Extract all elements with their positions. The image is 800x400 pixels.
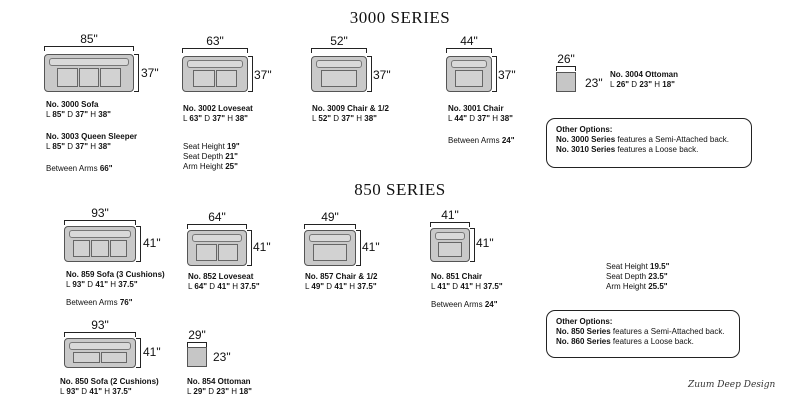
ottoman-854-width-bracket <box>187 342 207 347</box>
chair-3001-width-bracket <box>446 48 492 53</box>
sofa-859-width-bracket <box>64 220 136 225</box>
sofa-859-depth-bracket <box>136 226 141 262</box>
chair-3001-width-label: 44" <box>460 34 478 48</box>
sofa-859-spec: No. 859 Sofa (3 Cushions) L 93" D 41" H … <box>66 270 165 289</box>
series-850-title: 850 SERIES <box>354 180 446 199</box>
chair-half-3009-depth-bracket <box>367 56 372 92</box>
sofa-850-width-label: 93" <box>91 318 109 332</box>
sofa-850-depth-label: 41" <box>143 345 161 359</box>
loveseat-852-depth-bracket <box>247 230 252 266</box>
sofa-850-drawing <box>64 338 136 368</box>
series-850-other-options: Other Options: No. 850 Series features a… <box>546 310 740 358</box>
ottoman-3004-spec: No. 3004 Ottoman L 26" D 23" H 18" <box>610 70 679 89</box>
chair-3001-depth-bracket <box>492 56 497 92</box>
loveseat-852-drawing <box>187 230 247 266</box>
sofa-859-drawing <box>64 226 136 262</box>
chair-851-width-label: 41" <box>441 208 459 222</box>
chair-half-857-width-bracket <box>304 224 356 229</box>
loveseat-3002-depth-bracket <box>248 56 253 92</box>
chair-half-3009-width-label: 52" <box>330 34 348 48</box>
ottoman-3004-width-label: 26" <box>557 52 575 66</box>
ottoman-854-spec: No. 854 Ottoman L 29" D 23" H 18" <box>187 377 252 396</box>
chair-851-depth-label: 41" <box>476 236 494 250</box>
ottoman-3004-depth-label: 23" <box>585 76 603 90</box>
sofa-3000-width-bracket <box>44 46 134 51</box>
loveseat-852-width-bracket <box>187 224 247 229</box>
sofa-859-between-arms: Between Arms 76" <box>66 298 133 307</box>
chair-half-857-drawing <box>304 230 356 266</box>
chair-half-3009-depth-label: 37" <box>373 68 391 82</box>
sofa-3000-spec: No. 3000 Sofa L 85" D 37" H 38" <box>46 100 111 119</box>
sofa-3000-depth-bracket <box>134 54 139 92</box>
ottoman-3004-width-bracket <box>556 66 576 71</box>
loveseat-3002-drawing <box>182 56 248 92</box>
sofa-850-width-bracket <box>64 332 136 337</box>
chair-half-3009-drawing <box>311 56 367 92</box>
chair-half-857-width-label: 49" <box>321 210 339 224</box>
sofa-859-depth-label: 41" <box>143 236 161 250</box>
designer-signature: Zuum Deep Design <box>688 380 776 390</box>
chair-half-3009-spec: No. 3009 Chair & 1/2 L 52" D 37" H 38" <box>312 104 389 123</box>
loveseat-852-spec: No. 852 Loveseat L 64" D 41" H 37.5" <box>188 272 260 291</box>
chair-851-spec: No. 851 Chair L 41" D 41" H 37.5" <box>431 272 503 291</box>
chair-851-width-bracket <box>430 222 470 227</box>
ottoman-854-depth-label: 23" <box>213 350 231 364</box>
sleeper-3003-spec: No. 3003 Queen Sleeper L 85" D 37" H 38" <box>46 132 138 151</box>
chair-3001-between-arms: Between Arms 24" <box>448 136 515 145</box>
loveseat-3002-depth-label: 37" <box>254 68 272 82</box>
sofa-3000-depth-label: 37" <box>141 66 159 80</box>
sofa-859-width-label: 93" <box>91 206 109 220</box>
sofa-3000-drawing <box>44 54 134 92</box>
sofa-3000-width-label: 85" <box>80 32 98 46</box>
series-3000-title: 3000 SERIES <box>349 8 451 27</box>
loveseat-852-width-label: 64" <box>208 210 226 224</box>
sofa-3000-between-arms: Between Arms 66" <box>46 164 113 173</box>
chair-half-857-depth-bracket <box>356 230 361 266</box>
series-3000-other-options: Other Options: No. 3000 Series features … <box>546 118 752 168</box>
loveseat-852-depth-label: 41" <box>253 240 271 254</box>
loveseat-3002-width-bracket <box>182 48 248 53</box>
loveseat-3002-width-label: 63" <box>206 34 224 48</box>
chair-851-drawing <box>430 228 470 262</box>
ottoman-3004-drawing <box>556 72 576 92</box>
chair-half-857-depth-label: 41" <box>362 240 380 254</box>
chair-3001-drawing <box>446 56 492 92</box>
series-850-seat-specs: Seat Height 19.5" Seat Depth 23.5" Arm H… <box>606 262 670 291</box>
sofa-850-depth-bracket <box>136 338 141 368</box>
series-3000-seat-specs: Seat Height 19" Seat Depth 21" Arm Heigh… <box>183 142 240 171</box>
chair-half-3009-width-bracket <box>311 48 367 53</box>
chair-3001-spec: No. 3001 Chair L 44" D 37" H 38" <box>448 104 513 123</box>
chair-half-857-spec: No. 857 Chair & 1/2 L 49" D 41" H 37.5" <box>305 272 378 291</box>
chair-3001-depth-label: 37" <box>498 68 516 82</box>
loveseat-3002-spec: No. 3002 Loveseat L 63" D 37" H 38" <box>183 104 253 123</box>
sofa-850-spec: No. 850 Sofa (2 Cushions) L 93" D 41" H … <box>60 377 159 396</box>
chair-851-between-arms: Between Arms 24" <box>431 300 498 309</box>
ottoman-854-width-label: 29" <box>188 328 206 342</box>
chair-851-depth-bracket <box>470 228 475 262</box>
ottoman-854-drawing <box>187 347 207 367</box>
